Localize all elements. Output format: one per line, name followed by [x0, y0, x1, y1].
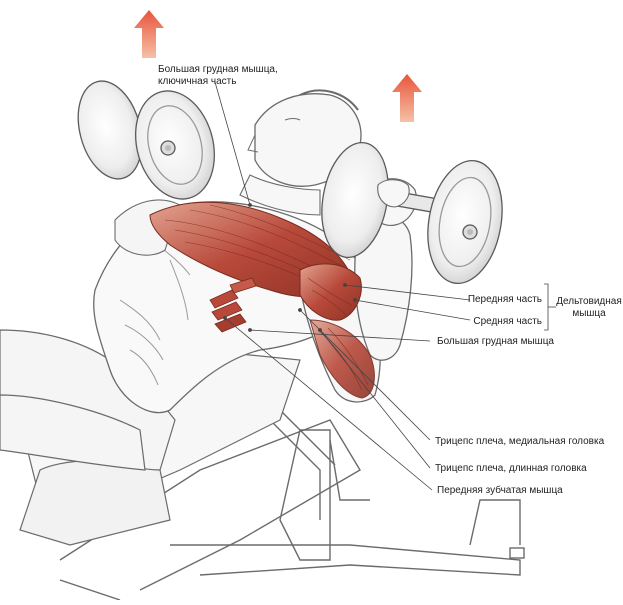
up-arrow-icon	[134, 10, 164, 58]
dumbbell-left	[77, 80, 216, 200]
anterior-deltoid-muscle	[299, 263, 362, 321]
label-deltoid-anterior: Передняя часть	[467, 294, 542, 305]
label-deltoid-group: Дельтовидная мышца	[556, 296, 622, 320]
label-deltoid-middle: Средняя часть	[473, 316, 542, 327]
bench-frame	[59, 394, 525, 601]
label-line: мышца	[572, 308, 606, 319]
up-arrow-icon	[392, 74, 422, 122]
label-line: Дельтовидная	[556, 296, 622, 307]
leader-lines	[214, 81, 556, 491]
fingers	[377, 179, 410, 208]
label-serratus-anterior: Передняя зубчатая мышца	[437, 485, 563, 496]
label-line: ключичная часть	[158, 76, 237, 87]
label-triceps-medial: Трицепс плеча, медиальная головка	[435, 436, 605, 447]
bench-seat	[19, 459, 171, 546]
label-pectoralis-major-clavicular: Большая грудная мышца, ключичная часть	[158, 64, 278, 88]
neck	[239, 174, 321, 216]
label-line: Большая грудная мышца,	[158, 64, 278, 75]
dumbbell-right	[321, 141, 503, 285]
label-triceps-long: Трицепс плеча, длинная головка	[435, 463, 587, 474]
label-pectoralis-major: Большая грудная мышца	[437, 336, 554, 347]
